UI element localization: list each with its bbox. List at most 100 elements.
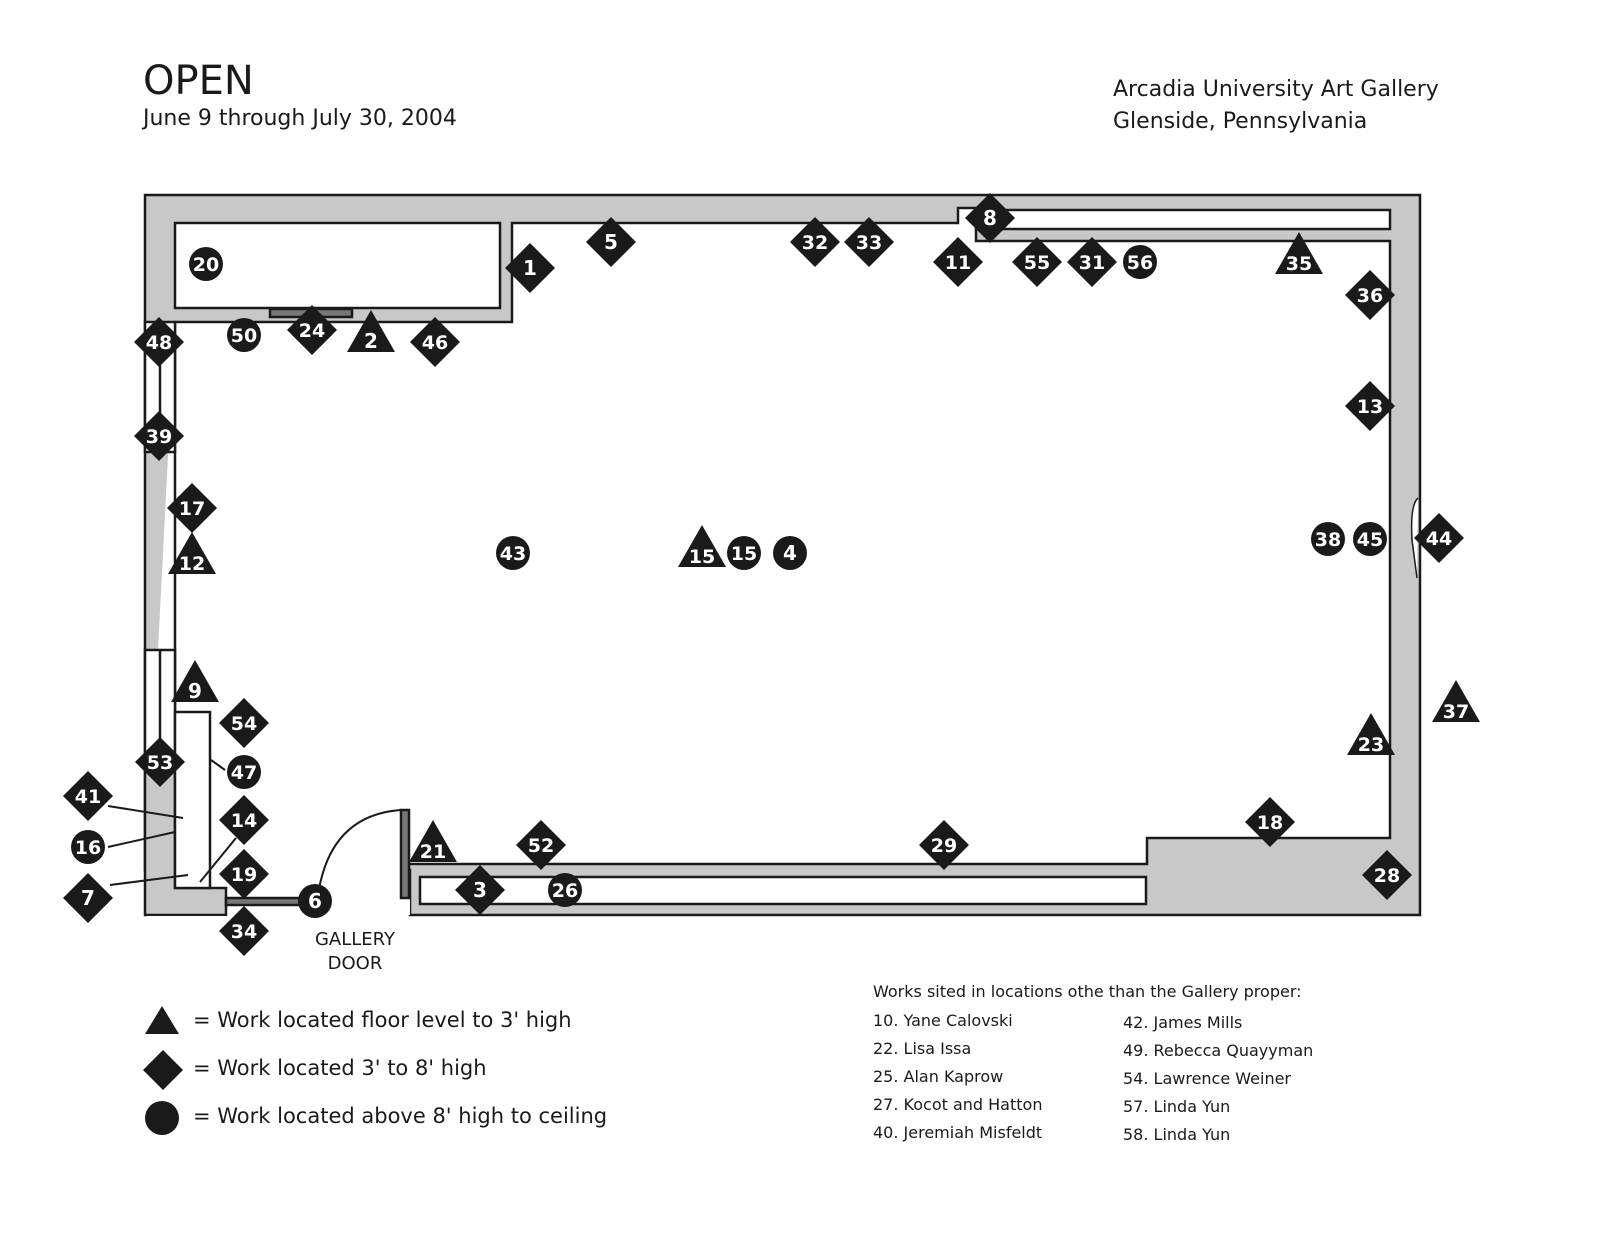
exhibition-dates: June 9 through July 30, 2004 xyxy=(143,106,457,131)
diamond-icon xyxy=(586,217,636,267)
offsite-column-1: 10. Yane Calovski 22. Lisa Issa 25. Alan… xyxy=(873,1010,1042,1150)
institution-location: Glenside, Pennsylvania xyxy=(1113,109,1368,134)
diamond-icon xyxy=(1067,237,1117,287)
diamond-icon xyxy=(1012,237,1062,287)
offsite-item: 40. Jeremiah Misfeldt xyxy=(873,1123,1043,1142)
offsite-item: 58. Linda Yun xyxy=(1123,1125,1231,1144)
marker-6-circle: 6 xyxy=(298,884,332,918)
offsite-item: 54. Lawrence Weiner xyxy=(1123,1069,1292,1088)
offsite-item: 10. Yane Calovski xyxy=(873,1011,1013,1030)
circle-icon xyxy=(71,830,105,864)
circle-icon xyxy=(496,536,530,570)
triangle-icon xyxy=(145,1006,179,1034)
marker-46-diamond: 46 xyxy=(410,317,460,367)
marker-number: 45 xyxy=(1357,529,1383,551)
southwest-partition xyxy=(173,710,212,890)
marker-56-circle: 56 xyxy=(1123,245,1157,279)
marker-23-triangle: 23 xyxy=(1347,713,1395,756)
marker-34-diamond: 34 xyxy=(219,906,269,956)
legend-text: = Work located 3' to 8' high xyxy=(193,1056,487,1080)
circle-icon xyxy=(1123,245,1157,279)
marker-number: 34 xyxy=(231,921,257,943)
marker-54-diamond: 54 xyxy=(219,698,269,748)
institution-name: Arcadia University Art Gallery xyxy=(1113,77,1439,102)
marker-number: 44 xyxy=(1426,528,1452,550)
marker-55-diamond: 55 xyxy=(1012,237,1062,287)
marker-20-circle: 20 xyxy=(189,247,223,281)
offsite-item: 57. Linda Yun xyxy=(1123,1097,1231,1116)
diamond-icon xyxy=(287,305,337,355)
door-leaf xyxy=(224,896,308,907)
diamond-icon xyxy=(219,906,269,956)
leader-lines xyxy=(107,759,237,886)
marker-number: 3 xyxy=(473,878,487,902)
marker-29-diamond: 29 xyxy=(919,820,969,870)
institution-block: Arcadia University Art Gallery Glenside,… xyxy=(1113,74,1439,138)
marker-45-circle: 45 xyxy=(1353,522,1387,556)
marker-19-diamond: 19 xyxy=(219,849,269,899)
marker-number: 48 xyxy=(146,332,172,354)
marker-21-triangle: 21 xyxy=(409,820,457,863)
diamond-icon xyxy=(219,795,269,845)
marker-15-triangle: 15 xyxy=(678,525,726,568)
diamond-icon xyxy=(965,193,1015,243)
diamond-icon xyxy=(1245,797,1295,847)
marker-number: 35 xyxy=(1286,253,1312,275)
triangle-icon xyxy=(1347,713,1395,755)
marker-number: 28 xyxy=(1374,865,1400,887)
marker-number: 1 xyxy=(523,256,537,280)
marker-31-diamond: 31 xyxy=(1067,237,1117,287)
marker-number: 38 xyxy=(1315,529,1341,551)
legend-item-mid: = Work located 3' to 8' high xyxy=(143,1050,663,1090)
marker-number: 52 xyxy=(528,835,554,857)
marker-number: 47 xyxy=(231,762,257,784)
offsite-item: 49. Rebecca Quayyman xyxy=(1123,1041,1314,1060)
diamond-icon xyxy=(1362,850,1412,900)
marker-11-diamond: 11 xyxy=(933,237,983,287)
marker-24-diamond: 24 xyxy=(287,305,337,355)
diamond-icon xyxy=(143,1050,183,1090)
marker-14-diamond: 14 xyxy=(219,795,269,845)
marker-number: 37 xyxy=(1443,701,1469,723)
legend-text: = Work located above 8' high to ceiling xyxy=(193,1104,608,1128)
marker-number: 18 xyxy=(1257,812,1283,834)
marker-number: 39 xyxy=(146,426,172,448)
marker-number: 24 xyxy=(299,320,325,342)
marker-number: 19 xyxy=(231,864,257,886)
diamond-icon xyxy=(134,411,184,461)
marker-number: 2 xyxy=(364,329,378,353)
marker-number: 7 xyxy=(81,886,95,910)
marker-number: 17 xyxy=(179,498,205,520)
triangle-icon xyxy=(409,820,457,862)
diamond-icon xyxy=(63,873,113,923)
diamond-icon xyxy=(790,217,840,267)
marker-number: 15 xyxy=(689,546,715,568)
marker-32-diamond: 32 xyxy=(790,217,840,267)
diamond-icon xyxy=(516,820,566,870)
north-corridor xyxy=(974,208,1392,231)
exhibition-title: OPEN xyxy=(143,58,254,104)
diamond-icon xyxy=(933,237,983,287)
marker-2-triangle: 2 xyxy=(347,310,395,353)
marker-8-diamond: 8 xyxy=(965,193,1015,243)
marker-1-diamond: 1 xyxy=(505,243,555,293)
marker-number: 54 xyxy=(231,713,257,735)
marker-38-circle: 38 xyxy=(1311,522,1345,556)
marker-17-diamond: 17 xyxy=(167,483,217,533)
diamond-icon xyxy=(135,737,185,787)
storage-room xyxy=(173,221,502,310)
marker-15-circle: 15 xyxy=(727,536,761,570)
marker-number: 55 xyxy=(1024,252,1050,274)
marker-number: 4 xyxy=(783,541,797,565)
marker-37-triangle: 37 xyxy=(1432,680,1480,723)
marker-44-diamond: 44 xyxy=(1414,513,1464,563)
marker-16-circle: 16 xyxy=(71,830,105,864)
diamond-icon xyxy=(1345,381,1395,431)
marker-number: 5 xyxy=(604,230,618,254)
triangle-icon xyxy=(347,310,395,352)
marker-number: 6 xyxy=(308,889,322,913)
diamond-icon xyxy=(505,243,555,293)
diamond-icon xyxy=(919,820,969,870)
marker-number: 9 xyxy=(188,679,202,703)
